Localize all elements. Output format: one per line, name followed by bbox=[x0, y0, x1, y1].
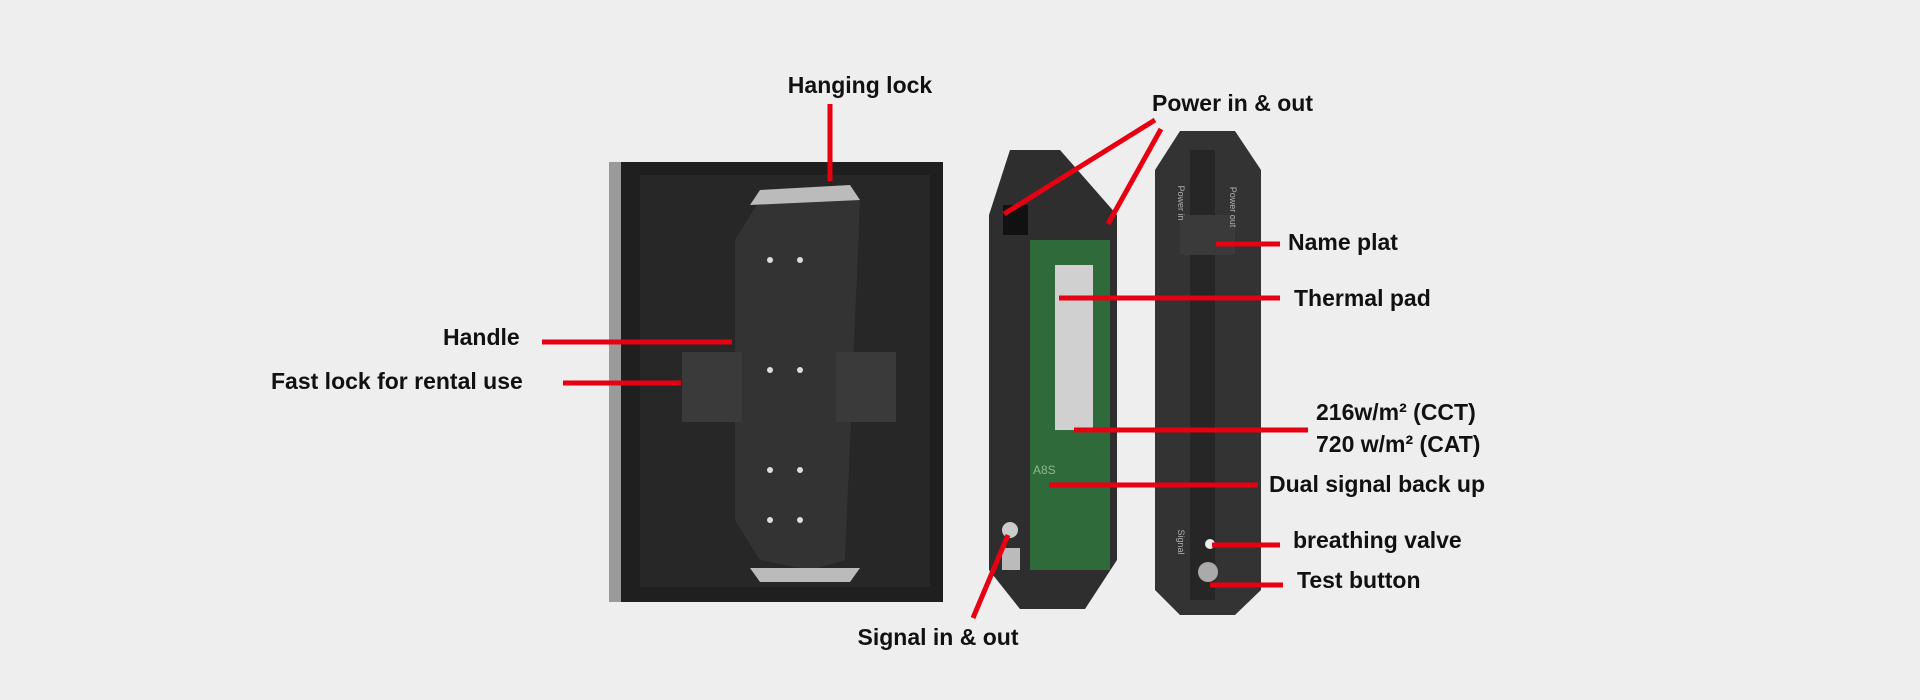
label-test-button: Test button bbox=[1297, 567, 1421, 593]
chip-label: A8S bbox=[1033, 463, 1056, 477]
thermal-pad-part bbox=[1055, 265, 1093, 430]
label-power-cat: 720 w/m² (CAT) bbox=[1316, 431, 1481, 457]
cabinet-back-panel bbox=[609, 162, 943, 602]
module-cover bbox=[1155, 131, 1261, 615]
cover-power-out-text: Power out bbox=[1228, 186, 1238, 228]
callout-lines bbox=[542, 104, 1308, 619]
callout-signal bbox=[970, 534, 1011, 619]
label-power-cct: 216w/m² (CCT) bbox=[1316, 399, 1476, 425]
callout-power-1 bbox=[1002, 117, 1157, 217]
label-dual-signal: Dual signal back up bbox=[1269, 471, 1485, 497]
label-name-plat: Name plat bbox=[1288, 229, 1398, 255]
cover-power-in-text: Power in bbox=[1176, 185, 1186, 221]
label-signal: Signal in & out bbox=[857, 624, 1019, 650]
callout-power-2 bbox=[1105, 127, 1164, 226]
label-hanging-lock: Hanging lock bbox=[787, 72, 933, 98]
label-handle: Handle bbox=[443, 324, 520, 350]
label-breathing-valve: breathing valve bbox=[1293, 527, 1462, 553]
cover-signal-text: Signal bbox=[1176, 529, 1186, 555]
power-module-open: A8S bbox=[989, 150, 1117, 609]
label-fast-lock: Fast lock for rental use bbox=[271, 368, 523, 394]
label-thermal-pad: Thermal pad bbox=[1294, 285, 1431, 311]
label-power: Power in & out bbox=[1152, 90, 1313, 116]
